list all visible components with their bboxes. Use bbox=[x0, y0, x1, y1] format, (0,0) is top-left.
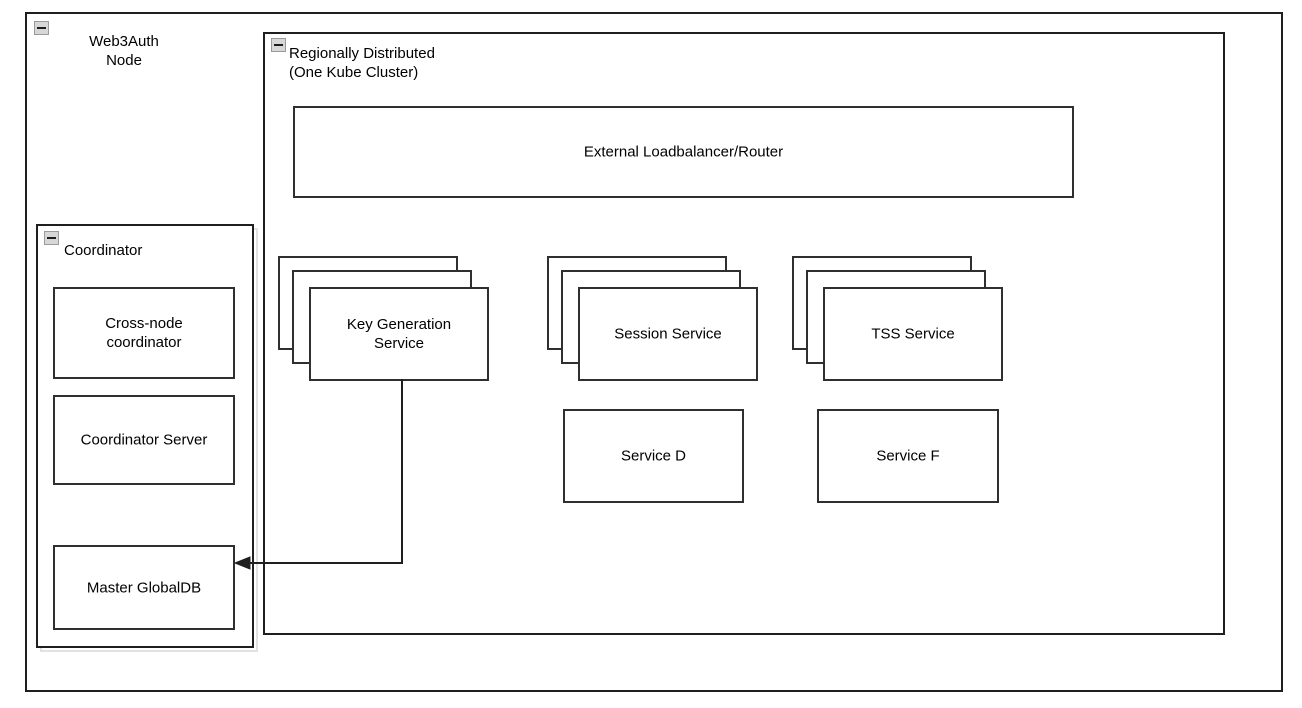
cross-node-coordinator-label: Cross-node coordinator bbox=[105, 315, 183, 351]
tss-service-stack[interactable]: TSS Service bbox=[792, 256, 1004, 381]
service-d-label: Service D bbox=[620, 447, 687, 465]
web3auth-node-title: Web3Auth Node bbox=[89, 33, 159, 69]
external-loadbalancer-box[interactable]: External Loadbalancer/Router bbox=[293, 106, 1074, 198]
collapse-minus-icon-kube-cluster[interactable] bbox=[271, 38, 286, 52]
external-loadbalancer-label: External Loadbalancer/Router bbox=[583, 143, 784, 161]
coordinator-title: Coordinator bbox=[64, 242, 143, 259]
kube-cluster-title: Regionally Distributed (One Kube Cluster… bbox=[289, 45, 435, 81]
service-d-box[interactable]: Service D bbox=[563, 409, 744, 503]
collapse-minus-icon-web3auth-node[interactable] bbox=[34, 21, 49, 35]
session-service-label: Session Service bbox=[614, 325, 722, 343]
key-generation-service-label: Key Generation Service bbox=[346, 316, 452, 352]
master-globaldb-box[interactable]: Master GlobalDB bbox=[53, 545, 235, 630]
service-f-label: Service F bbox=[876, 447, 940, 465]
coordinator-server-label: Coordinator Server bbox=[80, 431, 208, 449]
tss-service-label: TSS Service bbox=[871, 325, 955, 343]
cross-node-coordinator-box[interactable]: Cross-node coordinator bbox=[53, 287, 235, 379]
session-service-layer-front[interactable]: Session Service bbox=[578, 287, 758, 381]
master-globaldb-label: Master GlobalDB bbox=[86, 579, 202, 596]
collapse-minus-icon-coordinator[interactable] bbox=[44, 231, 59, 245]
tss-service-layer-front[interactable]: TSS Service bbox=[823, 287, 1003, 381]
session-service-stack[interactable]: Session Service bbox=[547, 256, 759, 381]
coordinator-server-box[interactable]: Coordinator Server bbox=[53, 395, 235, 485]
service-f-box[interactable]: Service F bbox=[817, 409, 999, 503]
key-generation-service-stack[interactable]: Key Generation Service bbox=[278, 256, 490, 381]
key-generation-service-layer-front[interactable]: Key Generation Service bbox=[309, 287, 489, 381]
